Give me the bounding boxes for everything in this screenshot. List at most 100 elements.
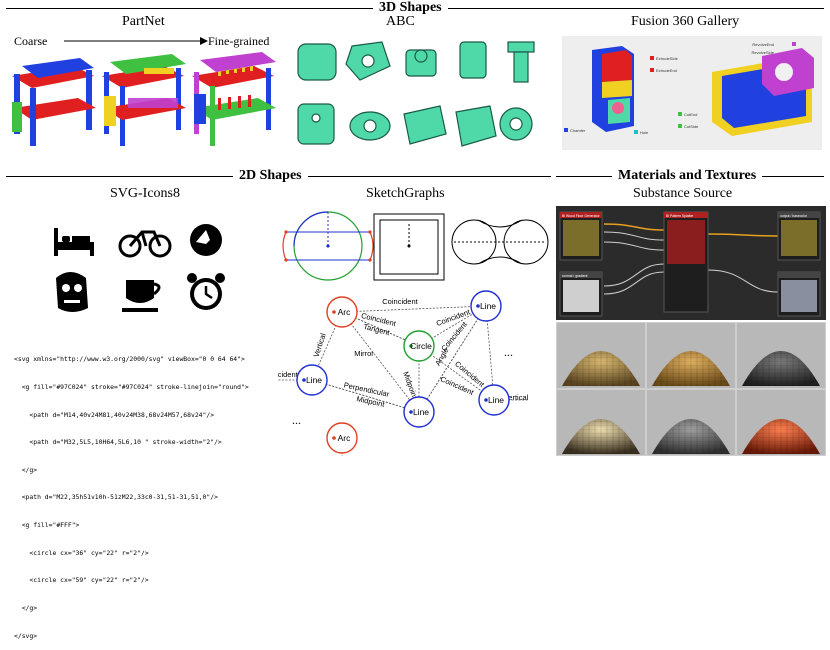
graph-edge — [418, 305, 487, 347]
section-title-3d: 3D Shapes — [373, 0, 448, 16]
svg-code-block: <svg xmlns="http://www.w3.org/2000/svg" … — [14, 337, 276, 650]
graph-node-arc2: Arc — [326, 422, 358, 454]
fusion-label-5: RevolveSide — [752, 50, 775, 55]
svg-text:Bl Pattern Splatter: Bl Pattern Splatter — [666, 214, 694, 218]
fusion-image: ExtrudeSide ExtrudeEnd Chamfer Hole Revo… — [562, 36, 822, 150]
code-line: <path d="M22,35h51v10h-51zM22,33c0-31,51… — [14, 493, 218, 502]
code-line: <circle cx="36" cy="22" r="2"/> — [14, 548, 149, 557]
partnet-arrow — [64, 37, 208, 45]
material-sphere-5 — [647, 390, 735, 455]
graph-edge — [311, 379, 420, 413]
partnet-coarse-label: Coarse — [14, 34, 48, 48]
abc-shapes-image — [297, 41, 535, 147]
fusion-label-1: ExtrudeEnd — [656, 68, 677, 73]
graph-edge-label: Vertical — [312, 332, 328, 358]
sketchgraphs-title: SketchGraphs — [366, 186, 445, 201]
graph-node-circle — [326, 296, 358, 328]
graph-node-circle: Circle — [403, 330, 435, 362]
code-line: <path d="M14,40v24M81,40v24M38,68v24M57,… — [14, 410, 215, 419]
svg-icons-title: SVG-Icons8 — [110, 186, 180, 201]
material-sphere-3 — [737, 323, 825, 388]
fusion-label-4: RevolveEnd — [752, 42, 774, 47]
substance-node-5 — [777, 271, 821, 317]
graph-node-circle — [403, 396, 435, 428]
graph-node-line1: Line — [296, 364, 328, 396]
code-line: <circle cx="59" cy="22" r="2"/> — [14, 576, 149, 585]
bicycle-icon — [118, 230, 172, 258]
graph-node-circle — [403, 330, 435, 362]
graph-node-dot — [332, 436, 336, 440]
abc-shape-1 — [297, 43, 337, 81]
graph-node-dot — [302, 378, 306, 382]
graph-node-circle — [296, 364, 328, 396]
substance-node-2: Bl Pattern Splatter — [663, 211, 709, 313]
partnet-title: PartNet — [122, 14, 165, 29]
graph-node-circle — [470, 290, 502, 322]
graph-node-label: Circle — [410, 341, 432, 351]
fusion-label-6: CutEnd — [684, 112, 697, 117]
graph-edge-label: Vertical — [504, 393, 529, 402]
graph-node-dot — [332, 310, 336, 314]
fusion-part-left — [592, 46, 634, 132]
svg-text:output / basecolor: output / basecolor — [780, 214, 808, 218]
section-title-2d: 2D Shapes — [233, 168, 308, 184]
graph-edge — [341, 311, 420, 413]
graph-node-line4: Line — [478, 384, 510, 416]
alarm-clock-icon — [187, 273, 225, 310]
graph-node-arc1: Arc — [326, 296, 358, 328]
sketch-drawings — [282, 211, 549, 281]
abc-shape-6 — [297, 103, 335, 145]
partnet-beds-image — [12, 52, 276, 146]
sketch-2 — [373, 213, 445, 281]
code-line: </g> — [14, 465, 38, 474]
graph-node-dot — [484, 398, 488, 402]
graph-node-dot — [409, 410, 413, 414]
partnet-fine-label: Fine-grained — [208, 34, 270, 48]
graph-node-label: Line — [413, 407, 429, 417]
abc-shape-5 — [507, 41, 535, 53]
material-sphere-6 — [737, 390, 825, 455]
abc-shape-9 — [455, 105, 497, 147]
bed-coarse — [12, 58, 96, 146]
graph-node-label: Line — [306, 375, 322, 385]
substance-graph: Bl Wood Floor Generator Bl Pattern Splat… — [556, 206, 826, 320]
sketch-3 — [451, 219, 549, 265]
graph-ellipsis-2: ... — [292, 413, 301, 427]
substance-node-4: output / basecolor — [777, 211, 821, 261]
bed-medium — [102, 54, 186, 146]
substance-node-1: Bl Wood Floor Generator — [559, 211, 603, 261]
svg-text:Bl Wood Floor Generator: Bl Wood Floor Generator — [562, 214, 600, 218]
material-sphere-4 — [557, 390, 645, 455]
code-line: </svg> — [14, 631, 38, 640]
graph-edge-label: Coincident — [382, 297, 418, 306]
graph-node-dot — [476, 304, 480, 308]
graph-node-label: Line — [488, 395, 504, 405]
graph-node-label: Arc — [338, 433, 352, 443]
fusion-label-0: ExtrudeSide — [656, 56, 679, 61]
graph-node-dot — [409, 344, 413, 348]
clock-icon — [190, 224, 222, 256]
substance-materials-grid — [556, 322, 826, 456]
material-sphere-1 — [557, 323, 645, 388]
abc-shape-4 — [459, 41, 487, 79]
abc-shape-8 — [403, 105, 447, 145]
bed-icon — [54, 228, 94, 256]
fusion-label-7: CutSide — [684, 124, 699, 129]
code-line: </g> — [14, 603, 38, 612]
fusion-title: Fusion 360 Gallery — [631, 14, 740, 29]
graph-node-line2: Line — [470, 290, 502, 322]
graph-edge — [341, 305, 487, 313]
section-title-materials: Materials and Textures — [612, 168, 763, 184]
svg-icons-grid — [54, 224, 225, 312]
code-line: <path d="M32,5L5,10H64,5L6,10 " stroke-w… — [14, 438, 222, 447]
fusion-part-right — [712, 48, 814, 136]
face-icon — [56, 272, 88, 312]
graph-node-circle — [326, 422, 358, 454]
constraint-graph: CoincidentCoincidentTangentCoincidentCoi… — [278, 290, 529, 456]
graph-node-label: Arc — [338, 307, 352, 317]
graph-node-line3: Line — [403, 396, 435, 428]
code-line: <g fill="#97C024" stroke="#97C024" strok… — [14, 383, 249, 392]
substance-title: Substance Source — [633, 186, 733, 201]
graph-node-label: Line — [480, 301, 496, 311]
